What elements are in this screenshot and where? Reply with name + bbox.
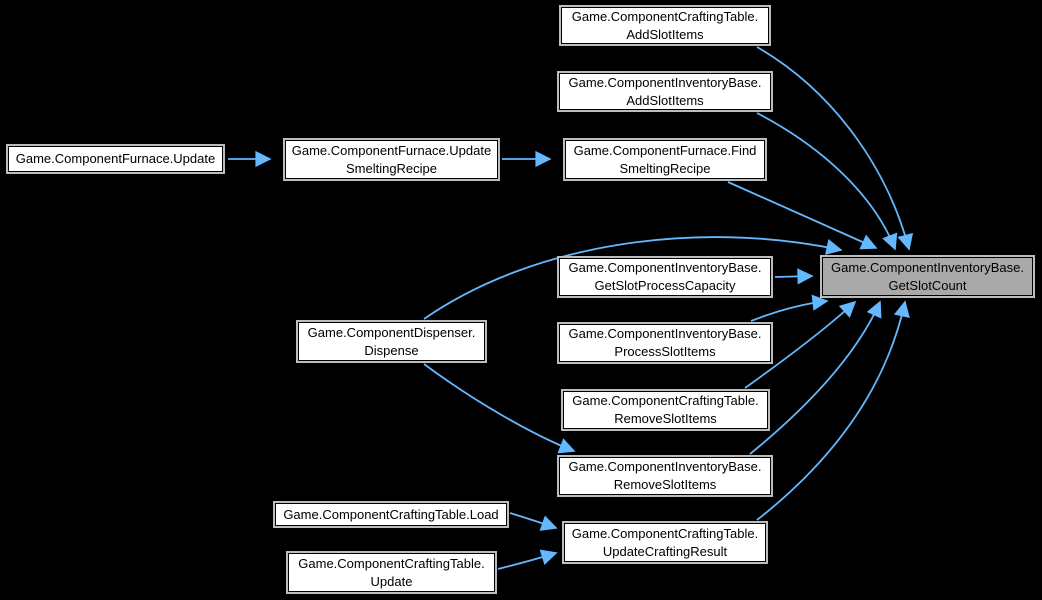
edge-craftingtable-addslotitems-to-getslotcount xyxy=(756,46,914,251)
node-inventorybase-removeslotitems[interactable]: Game.ComponentInventoryBase.RemoveSlotIt… xyxy=(557,455,773,497)
edge-dispense-to-getslotcount xyxy=(423,236,843,320)
node-craftingtable-load[interactable]: Game.ComponentCraftingTable.Load xyxy=(273,501,509,528)
edge-updatecraftingresult-to-getslotcount xyxy=(756,300,910,521)
edge-craftingtable-removeslotitems-to-getslotcount xyxy=(744,300,857,389)
node-inventorybase-getslotcount[interactable]: Game.ComponentInventoryBase.GetSlotCount xyxy=(820,255,1035,298)
node-craftingtable-addslotitems[interactable]: Game.ComponentCraftingTable.AddSlotItems xyxy=(559,5,771,46)
edge-dispense-to-inventorybase-removeslotitems xyxy=(423,363,576,454)
edge-inventorybase-addslotitems-to-getslotcount xyxy=(756,112,898,251)
node-inventorybase-addslotitems[interactable]: Game.ComponentInventoryBase.AddSlotItems xyxy=(557,71,773,112)
edge-processslotitems-to-getslotcount xyxy=(750,294,829,322)
node-inventorybase-getslotprocesscapacity[interactable]: Game.ComponentInventoryBase.GetSlotProce… xyxy=(557,256,773,298)
node-craftingtable-updatecraftingresult[interactable]: Game.ComponentCraftingTable.UpdateCrafti… xyxy=(562,521,768,564)
edge-craftingtable-update-to-updatecraftingresult xyxy=(497,549,558,570)
edge-getslotprocesscapacity-to-getslotcount xyxy=(774,268,814,285)
node-inventorybase-processslotitems[interactable]: Game.ComponentInventoryBase.ProcessSlotI… xyxy=(557,322,773,364)
edge-load-to-updatecraftingresult xyxy=(509,512,558,531)
node-dispenser-dispense[interactable]: Game.ComponentDispenser.Dispense xyxy=(296,320,487,363)
node-craftingtable-removeslotitems[interactable]: Game.ComponentCraftingTable.RemoveSlotIt… xyxy=(561,389,770,431)
edge-findsmeltingrecipe-to-getslotcount xyxy=(727,181,878,250)
node-craftingtable-update[interactable]: Game.ComponentCraftingTable.Update xyxy=(286,551,497,594)
edge-inventorybase-removeslotitems-to-getslotcount xyxy=(749,300,882,455)
node-furnace-update[interactable]: Game.ComponentFurnace.Update xyxy=(6,144,225,174)
